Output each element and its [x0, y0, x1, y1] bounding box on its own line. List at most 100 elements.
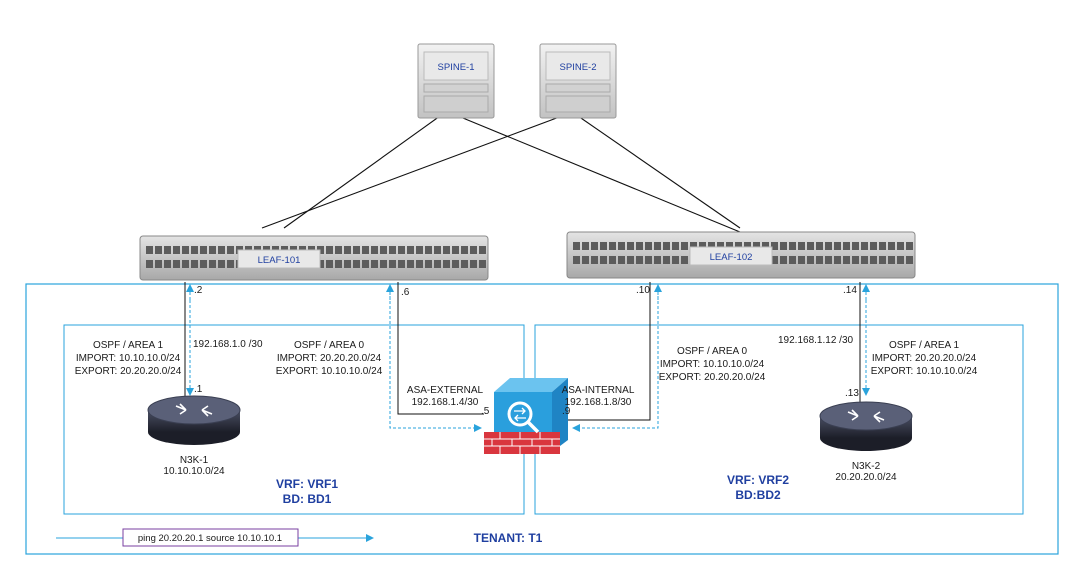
switch-port	[146, 260, 153, 268]
switch-port	[573, 242, 580, 250]
switch-port	[479, 246, 486, 254]
switch-port	[870, 242, 877, 250]
switch-port	[609, 242, 616, 250]
port-n3k1: .1	[194, 384, 203, 395]
switch-port	[353, 246, 360, 254]
link-spine1-leaf102	[457, 115, 741, 233]
switch-port	[726, 242, 733, 250]
routing-line: OSPF / AREA 1	[889, 340, 959, 351]
switch-port	[681, 256, 688, 264]
port-leaf101-asa: .6	[401, 287, 410, 298]
n3k2-name: N3K-2	[852, 461, 881, 472]
leaf-102-ports	[573, 242, 913, 264]
switch-port	[906, 242, 913, 250]
switch-port	[888, 256, 895, 264]
n3k2-network: 20.20.20.0/24	[835, 472, 897, 483]
switch-port	[600, 256, 607, 264]
switch-port	[218, 260, 225, 268]
switch-port	[843, 256, 850, 264]
routing-n3k2: OSPF / AREA 1 IMPORT: 20.20.20.0/24 EXPO…	[871, 340, 978, 377]
switch-port	[879, 242, 886, 250]
routing-line: EXPORT: 10.10.10.0/24	[871, 366, 978, 377]
routing-line: IMPORT: 10.10.10.0/24	[660, 359, 765, 370]
port-leaf102-asa: .10	[636, 285, 650, 296]
spine-1: SPINE-1	[417, 43, 495, 119]
flow-arrow-asa-int	[572, 296, 659, 432]
leaf-102: LEAF-102	[566, 231, 916, 279]
routing-line: EXPORT: 10.10.10.0/24	[276, 366, 383, 377]
switch-port	[425, 246, 432, 254]
switch-port	[807, 242, 814, 250]
switch-port	[825, 256, 832, 264]
switch-port	[753, 242, 760, 250]
switch-port	[326, 246, 333, 254]
switch-port	[155, 246, 162, 254]
switch-port	[852, 242, 859, 250]
switch-port	[200, 246, 207, 254]
switch-port	[798, 256, 805, 264]
switch-port	[645, 256, 652, 264]
switch-port	[816, 242, 823, 250]
switch-port	[825, 242, 832, 250]
switch-port	[771, 256, 778, 264]
port-leaf101-n3k1: .2	[194, 285, 203, 296]
switch-port	[708, 242, 715, 250]
routing-line: IMPORT: 20.20.20.0/24	[277, 353, 382, 364]
switch-port	[434, 246, 441, 254]
switch-port	[443, 260, 450, 268]
n3k-2-router	[819, 401, 913, 451]
link-leaf102-asa	[548, 282, 651, 421]
switch-port	[155, 260, 162, 268]
switch-port	[146, 246, 153, 254]
switch-port	[591, 242, 598, 250]
spine-2: SPINE-2	[539, 43, 617, 119]
switch-port	[672, 256, 679, 264]
asa-internal-net: 192.168.1.8/30	[565, 397, 632, 408]
switch-port	[389, 260, 396, 268]
switch-port	[582, 242, 589, 250]
switch-port	[200, 260, 207, 268]
switch-port	[371, 246, 378, 254]
switch-port	[470, 246, 477, 254]
routing-line: OSPF / AREA 0	[294, 340, 364, 351]
switch-port	[600, 242, 607, 250]
switch-port	[663, 256, 670, 264]
switch-port	[618, 256, 625, 264]
switch-port	[672, 242, 679, 250]
n3k1-name: N3K-1	[180, 455, 209, 466]
switch-port	[627, 256, 634, 264]
switch-port	[173, 260, 180, 268]
switch-port	[164, 260, 171, 268]
switch-port	[173, 246, 180, 254]
switch-port	[897, 242, 904, 250]
port-leaf102-n3k2: .14	[843, 285, 857, 296]
switch-port	[182, 246, 189, 254]
switch-port	[380, 246, 387, 254]
router-arrows-icon	[847, 409, 885, 423]
switch-port	[371, 260, 378, 268]
switch-port	[807, 256, 814, 264]
switch-port	[335, 246, 342, 254]
routing-asa-ext: OSPF / AREA 0 IMPORT: 20.20.20.0/24 EXPO…	[276, 340, 383, 377]
leaf-101-label: LEAF-101	[258, 255, 301, 266]
port-asa-internal: .9	[562, 406, 571, 417]
switch-port	[479, 260, 486, 268]
switch-port	[699, 242, 706, 250]
asa-external-name: ASA-EXTERNAL	[407, 385, 484, 396]
routing-line: EXPORT: 20.20.20.0/24	[659, 372, 766, 383]
switch-port	[798, 242, 805, 250]
switch-port	[191, 260, 198, 268]
bd1-name: BD: BD1	[283, 492, 332, 506]
switch-port	[735, 242, 742, 250]
vrf2-name: VRF: VRF2	[727, 473, 789, 487]
switch-port	[452, 246, 459, 254]
tenant-box	[25, 283, 1059, 555]
port-asa-external: .5	[481, 406, 490, 417]
switch-port	[344, 246, 351, 254]
n3k1-network: 10.10.10.0/24	[163, 466, 225, 477]
port-n3k2: .13	[845, 388, 859, 399]
switch-port	[434, 260, 441, 268]
switch-port	[906, 256, 913, 264]
magnifier-icon	[507, 401, 540, 434]
switch-port	[780, 242, 787, 250]
